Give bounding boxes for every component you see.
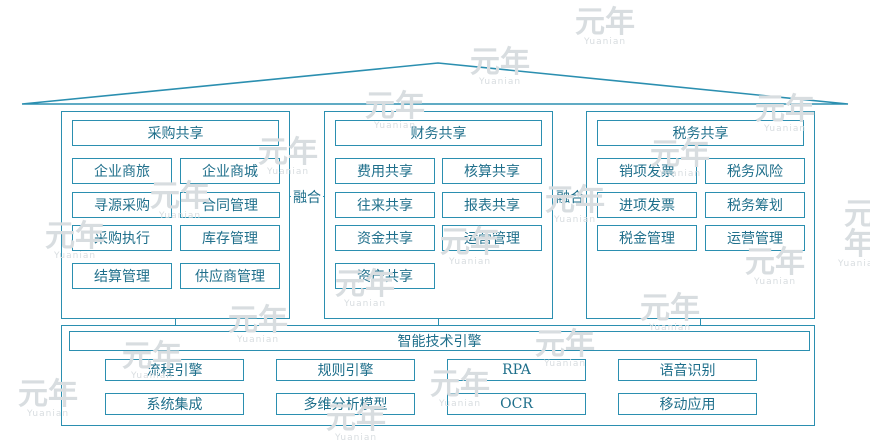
engine-item: 系统集成: [105, 393, 244, 415]
engine-item: 语音识别: [618, 359, 757, 381]
finance-item: 资金共享: [335, 225, 435, 251]
procurement-item: 寻源采购: [72, 192, 172, 218]
engine-item: 规则引擎: [276, 359, 415, 381]
engine-item: OCR: [447, 393, 586, 415]
finance-item: 费用共享: [335, 158, 435, 184]
procurement-title: 采购共享: [72, 120, 279, 146]
roof-outline: [21, 62, 849, 105]
tax-item: 税务风险: [705, 158, 805, 184]
finance-item: 资产共享: [335, 263, 435, 289]
fusion-label-left: 融合: [291, 187, 323, 207]
procurement-item: 采购执行: [72, 225, 172, 251]
engine-item: RPA: [447, 359, 586, 381]
procurement-item: 企业商旅: [72, 158, 172, 184]
engine-panel: [61, 325, 815, 426]
engine-item: 多维分析模型: [276, 393, 415, 415]
engine-item: 流程引擎: [105, 359, 244, 381]
fusion-label-right: 融合: [554, 187, 586, 207]
link-tax-engine: [700, 319, 701, 325]
procurement-item: 库存管理: [180, 225, 280, 251]
procurement-item: 结算管理: [72, 263, 172, 289]
link-finance-engine: [438, 319, 439, 325]
finance-title: 财务共享: [335, 120, 542, 146]
tax-item: 税金管理: [597, 225, 697, 251]
link-procurement-engine: [175, 319, 176, 325]
engine-item: 移动应用: [618, 393, 757, 415]
tax-item: 税务筹划: [705, 192, 805, 218]
finance-item: 核算共享: [442, 158, 542, 184]
engine-title: 智能技术引擎: [69, 331, 810, 351]
finance-panel: [324, 111, 553, 319]
procurement-item: 企业商城: [180, 158, 280, 184]
tax-item: 运营管理: [705, 225, 805, 251]
finance-item: 运营管理: [442, 225, 542, 251]
procurement-panel: [61, 111, 290, 319]
procurement-item: 供应商管理: [180, 263, 280, 289]
finance-item: 往来共享: [335, 192, 435, 218]
tax-item: 销项发票: [597, 158, 697, 184]
procurement-item: 合同管理: [180, 192, 280, 218]
tax-title: 税务共享: [597, 120, 804, 146]
tax-panel: [586, 111, 815, 319]
tax-item: 进项发票: [597, 192, 697, 218]
finance-item: 报表共享: [442, 192, 542, 218]
